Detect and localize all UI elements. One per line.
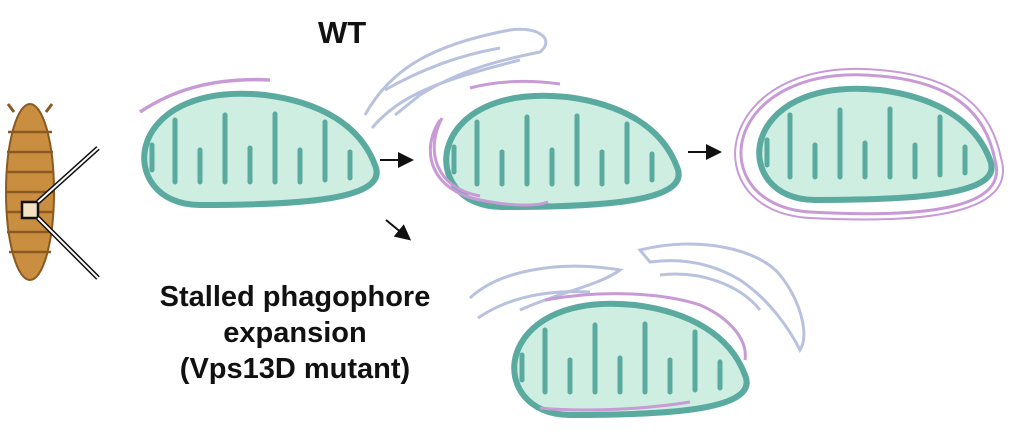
stalled-label-line-3: (Vps13D mutant) bbox=[179, 352, 411, 385]
wt-label: WT bbox=[318, 15, 367, 50]
arrow-icon bbox=[385, 219, 412, 241]
stalled-label-line-1: Stalled phagophore bbox=[159, 281, 431, 313]
phagophore-mutant bbox=[544, 292, 747, 361]
phagophore-wt bbox=[428, 117, 549, 207]
er-membrane-wt bbox=[363, 27, 548, 129]
autophagosome-outer bbox=[739, 73, 999, 216]
mitochondrion-1 bbox=[139, 77, 380, 209]
stalled-label-line-2: expansion bbox=[223, 316, 367, 349]
stalled-phagophore-label: Stalled phagophore expansion (Vps13D mut… bbox=[130, 281, 460, 390]
zoom-box bbox=[20, 200, 40, 220]
mitochondrion-2 bbox=[443, 92, 682, 211]
drosophila-larva-icon bbox=[5, 103, 100, 281]
mitochondrion-4 bbox=[511, 300, 750, 419]
mitochondrion-3 bbox=[756, 85, 995, 204]
er-membrane-mutant bbox=[468, 242, 806, 353]
